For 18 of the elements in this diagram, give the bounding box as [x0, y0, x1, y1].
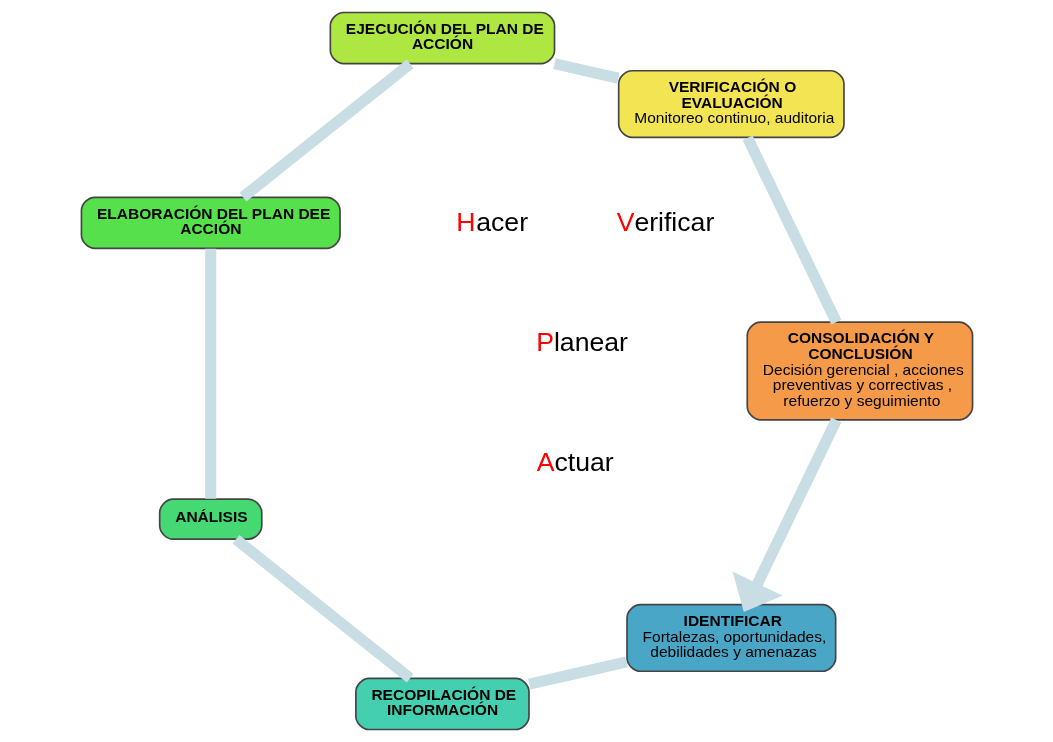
label: Verificar	[616, 207, 714, 238]
connector	[231, 534, 414, 683]
node-box: EJECUCIÓN DEL PLAN DE ACCIÓN	[329, 11, 555, 65]
connector	[742, 135, 841, 325]
label: Planear	[535, 327, 628, 358]
node-box: VERIFICACIÓN O EVALUACIÓN Monitoreo continuo, auditoria	[617, 69, 845, 139]
node-box: ANÁLISIS	[158, 498, 263, 540]
label: Hacer	[455, 207, 528, 238]
connector	[204, 248, 216, 499]
node-box: IDENTIFICAR Fortalezas, oportunidades, debilidades y amenazas	[625, 603, 836, 673]
node-box: CONSOLIDACIÓN Y CONCLUSIÓN Decisión gerencial , acciones preventivas y correctivas , refuerzo y seguimiento	[745, 321, 973, 421]
node-box: ELABORACIÓN DEL PLAN DEE ACCIÓN	[80, 196, 341, 250]
connector	[239, 59, 414, 202]
connector	[552, 58, 620, 84]
arrow	[732, 417, 841, 613]
connector	[527, 656, 628, 690]
label: Actuar	[536, 447, 614, 478]
node-box: RECOPILACIÓN DE INFORMACIÓN	[354, 677, 530, 731]
